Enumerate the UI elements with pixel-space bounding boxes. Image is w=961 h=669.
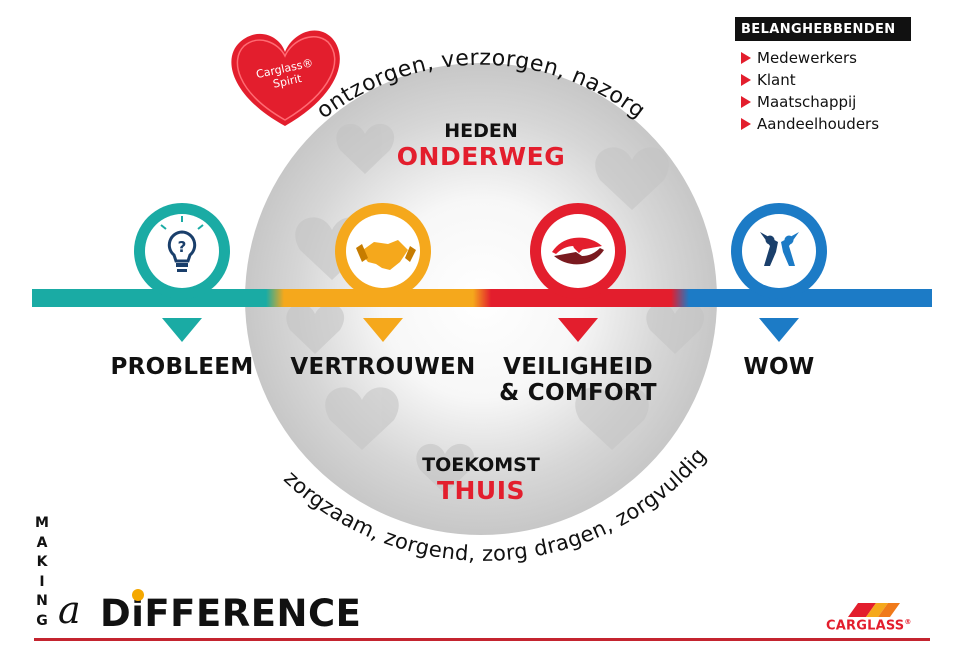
heden-label: HEDEN (444, 120, 518, 142)
onderweg-label: ONDERWEG (396, 142, 566, 171)
stakeholder-item: Klant (735, 69, 911, 91)
making-vertical-text: M A K I N G (35, 515, 49, 629)
spirit-heart-icon (231, 30, 340, 126)
stakeholders-list: Medewerkers Klant Maatschappij Aandeelho… (735, 47, 911, 135)
stage-label-probleem: PROBLEEM (110, 354, 254, 380)
handshake-icon (356, 240, 416, 270)
carglass-logo-text: CARGLASS® (826, 618, 912, 634)
svg-text:?: ? (178, 238, 187, 256)
pin-probleem (134, 203, 230, 342)
thuis-label: THUIS (436, 476, 526, 505)
stakeholder-item: Aandeelhouders (735, 113, 911, 135)
timeline-bar (32, 289, 932, 307)
stage-label-veiligheid: VEILIGHEID & COMFORT (499, 354, 657, 406)
stakeholder-item: Medewerkers (735, 47, 911, 69)
lightbulb-question-icon: ? (160, 216, 204, 272)
carglass-logo-icon (848, 603, 900, 617)
cheering-people-icon (760, 232, 799, 266)
toekomst-label: TOEKOMST (422, 454, 540, 476)
difference-a: a (58, 588, 81, 632)
bottom-rule (34, 638, 930, 641)
stakeholders-panel: BELANGHEBBENDEN Medewerkers Klant Maatsc… (735, 17, 911, 135)
stakeholder-item: Maatschappij (735, 91, 911, 113)
caring-hands-icon (552, 237, 604, 265)
stage-label-wow: WOW (743, 354, 815, 380)
stakeholders-title: BELANGHEBBENDEN (735, 17, 911, 41)
stage-label-vertrouwen: VERTROUWEN (290, 354, 476, 380)
difference-word: DiFFERENCE (100, 592, 362, 635)
pin-wow (731, 203, 827, 342)
